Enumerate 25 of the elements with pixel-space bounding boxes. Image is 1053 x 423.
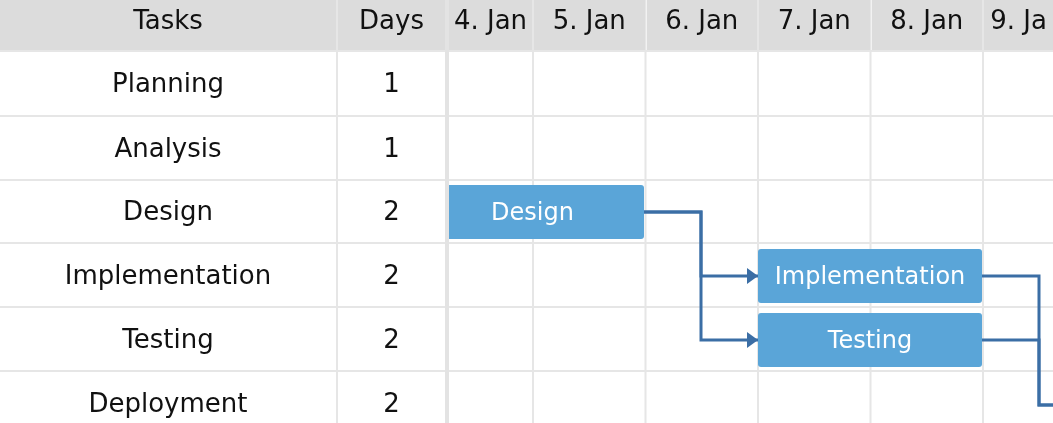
date-header: 5. Jan: [534, 0, 645, 50]
column-header: Tasks: [0, 0, 336, 50]
dependency-line: [982, 338, 1053, 407]
date-header: 8. Jan: [871, 0, 982, 50]
task-name: Implementation: [64, 260, 272, 292]
dependency-arrow: [644, 210, 758, 348]
task-duration: 2: [383, 260, 400, 292]
task-bar: Design: [449, 185, 644, 239]
column-header: Days: [338, 0, 445, 50]
task-bar: Testing: [758, 313, 982, 367]
date-header: 6. Jan: [646, 0, 757, 50]
task-duration: 1: [383, 68, 400, 100]
task-name: Design: [123, 196, 213, 228]
task-name: Analysis: [114, 133, 222, 165]
task-bar: Implementation: [758, 249, 982, 303]
task-name: Planning: [112, 68, 224, 100]
task-duration: 1: [383, 133, 400, 165]
task-name: Testing: [122, 324, 214, 356]
task-duration: 2: [383, 388, 400, 420]
task-duration: 2: [383, 324, 400, 356]
task-name: Deployment: [88, 388, 248, 420]
date-header: 9. Ja: [984, 0, 1053, 50]
date-header: 4. Jan: [449, 0, 532, 50]
date-header: 7. Jan: [759, 0, 870, 50]
task-duration: 2: [383, 196, 400, 228]
